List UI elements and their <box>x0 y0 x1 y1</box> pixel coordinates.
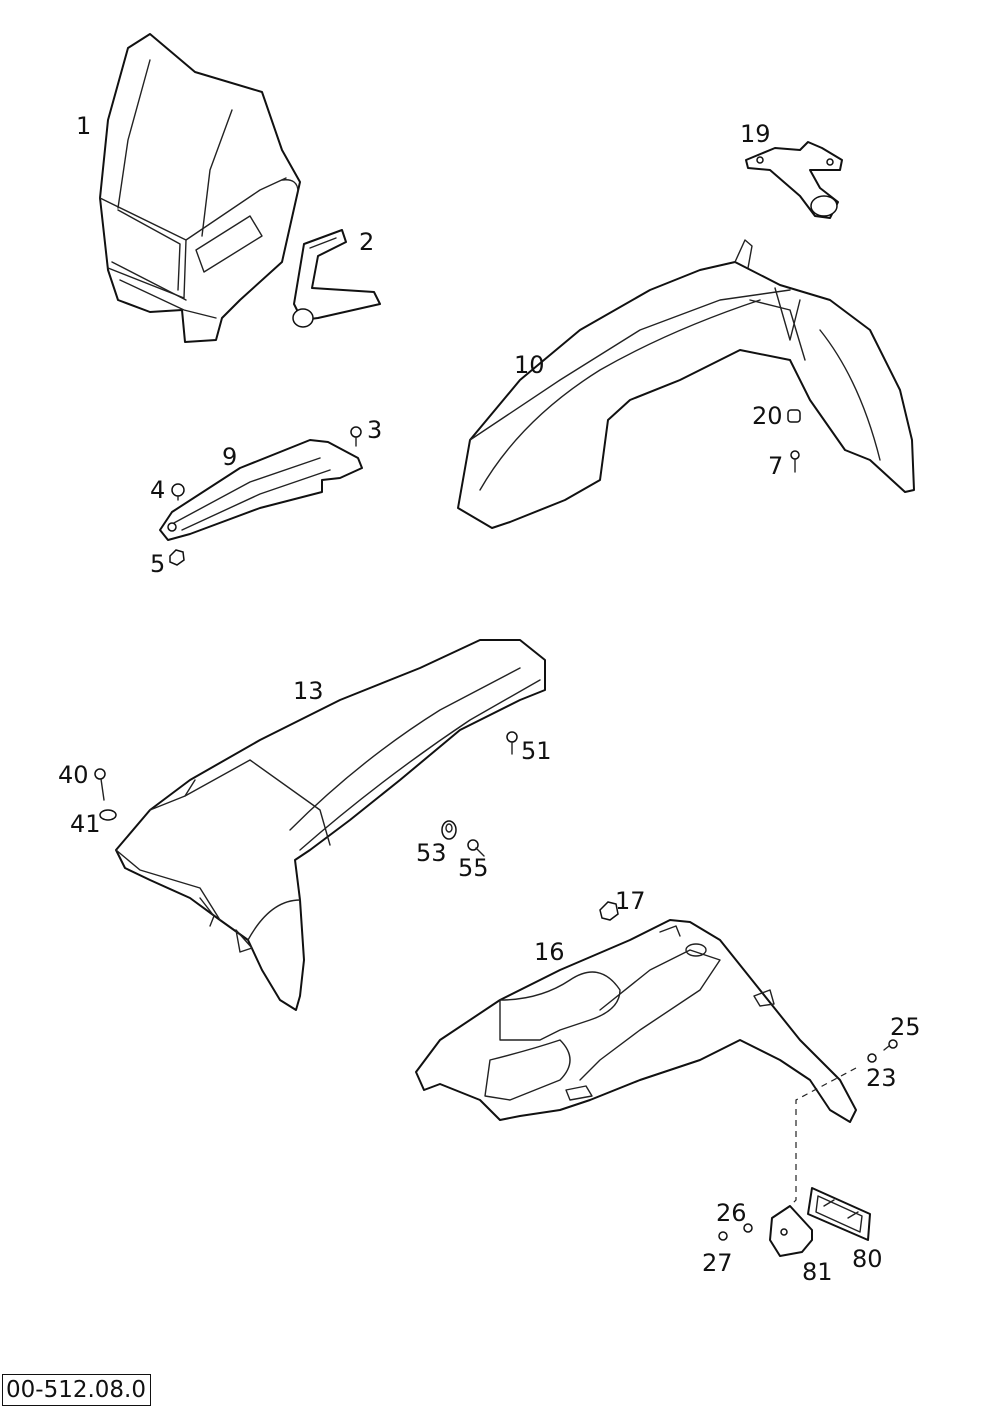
callout-25: 25 <box>890 1013 921 1041</box>
callout-19: 19 <box>740 120 771 148</box>
screw-7 <box>790 450 800 473</box>
cover-plate-part <box>159 439 363 541</box>
callout-5: 5 <box>150 550 165 578</box>
washer-41 <box>99 809 117 821</box>
callout-10: 10 <box>514 351 545 379</box>
callout-7: 7 <box>768 452 783 480</box>
callout-20: 20 <box>752 402 783 430</box>
callout-13: 13 <box>293 677 324 705</box>
front-fender-part <box>457 239 915 529</box>
callout-16: 16 <box>534 938 565 966</box>
reflector-80 <box>807 1187 871 1241</box>
washer-26 <box>743 1223 753 1233</box>
callout-51: 51 <box>521 737 552 765</box>
callout-4: 4 <box>150 476 165 504</box>
fender-part-16 <box>415 919 857 1123</box>
screw-51 <box>506 731 518 755</box>
callout-40: 40 <box>58 761 89 789</box>
nut-27 <box>718 1231 728 1241</box>
callout-3: 3 <box>367 416 382 444</box>
callout-23: 23 <box>866 1064 897 1092</box>
bracket-part <box>745 141 843 219</box>
callout-17: 17 <box>615 887 646 915</box>
callout-9: 9 <box>222 443 237 471</box>
callout-80: 80 <box>852 1245 883 1273</box>
drawing-number: 00-512.08.0 <box>2 1374 151 1406</box>
callout-2: 2 <box>359 228 374 256</box>
callout-26: 26 <box>716 1199 747 1227</box>
callout-81: 81 <box>802 1258 833 1286</box>
callout-41: 41 <box>70 810 101 838</box>
callout-53: 53 <box>416 839 447 867</box>
screw-4 <box>171 483 185 501</box>
nut-17 <box>599 901 619 921</box>
bolt-40 <box>94 768 106 801</box>
screw-3 <box>350 426 362 447</box>
callout-55: 55 <box>458 854 489 882</box>
callout-27: 27 <box>702 1249 733 1277</box>
washer-23 <box>867 1053 877 1063</box>
headlight-clamp-part <box>292 229 381 328</box>
screw-55 <box>467 839 485 857</box>
headlight-mask-part <box>99 33 301 343</box>
reflector-bracket-81 <box>769 1205 813 1257</box>
grommet-20 <box>787 409 801 423</box>
collar-53 <box>441 820 457 840</box>
screw-25 <box>883 1039 898 1051</box>
callout-1: 1 <box>76 112 91 140</box>
rear-fender-part <box>115 639 546 1011</box>
nut-5 <box>169 549 185 566</box>
